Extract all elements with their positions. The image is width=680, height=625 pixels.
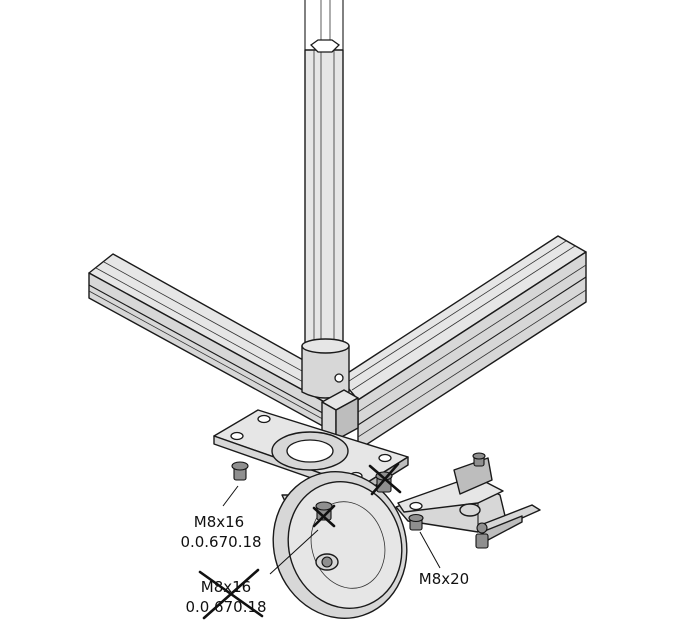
label-brake-screw-size: M8x20 [419, 570, 469, 588]
brake-lever [475, 504, 541, 549]
label-screw-bottom-size: M8x16 [201, 578, 251, 596]
leader-bottom-screw [269, 529, 319, 575]
leader-brake-screw [419, 531, 441, 569]
profile-arm-right [339, 235, 587, 451]
label-screw-top-part: 0.0.670.18 [180, 533, 261, 551]
brake-bracket [395, 452, 507, 533]
screw-left [231, 461, 249, 481]
cross-out-right-screw [368, 462, 402, 496]
castor-wheel [272, 471, 408, 619]
vertical-tube [304, 0, 344, 351]
leader-top-screw [222, 485, 239, 507]
screw-center [315, 501, 333, 521]
cross-out-center-screw [312, 504, 336, 528]
label-screw-bottom-part: 0.0.670.18 [185, 598, 266, 616]
cross-out-bottom-label [198, 568, 264, 620]
label-screw-top-size: M8x16 [194, 513, 244, 531]
brake-screw [408, 513, 424, 531]
profile-arm-left [88, 253, 349, 431]
tube-sleeve [301, 338, 350, 399]
